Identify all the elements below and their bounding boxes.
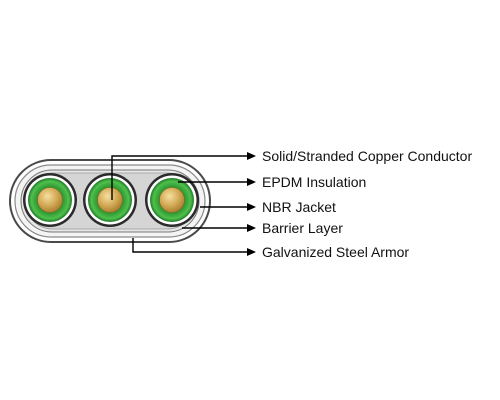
arrowhead-conductor <box>247 152 256 160</box>
arrowhead-armor <box>247 248 256 256</box>
label-jacket: NBR Jacket <box>262 199 336 215</box>
cable-body <box>9 159 211 243</box>
arrowhead-jacket <box>247 203 256 211</box>
label-armor: Galvanized Steel Armor <box>262 244 409 260</box>
cable-core-3 <box>145 173 199 227</box>
labels: Solid/Stranded Copper Conductor EPDM Ins… <box>262 148 472 260</box>
cable-core-1 <box>23 173 77 227</box>
leader-line-conductor <box>111 155 248 200</box>
copper-conductor <box>159 187 185 213</box>
label-insulation: EPDM Insulation <box>262 174 366 190</box>
leader-lines <box>111 152 256 256</box>
arrowhead-barrier <box>247 224 256 232</box>
leader-line-armor <box>132 238 248 253</box>
copper-conductor <box>37 187 63 213</box>
arrowhead-insulation <box>247 178 256 186</box>
cable-core-2 <box>83 173 137 227</box>
copper-conductor <box>97 187 123 213</box>
label-conductor: Solid/Stranded Copper Conductor <box>262 148 472 164</box>
label-barrier: Barrier Layer <box>262 220 343 236</box>
